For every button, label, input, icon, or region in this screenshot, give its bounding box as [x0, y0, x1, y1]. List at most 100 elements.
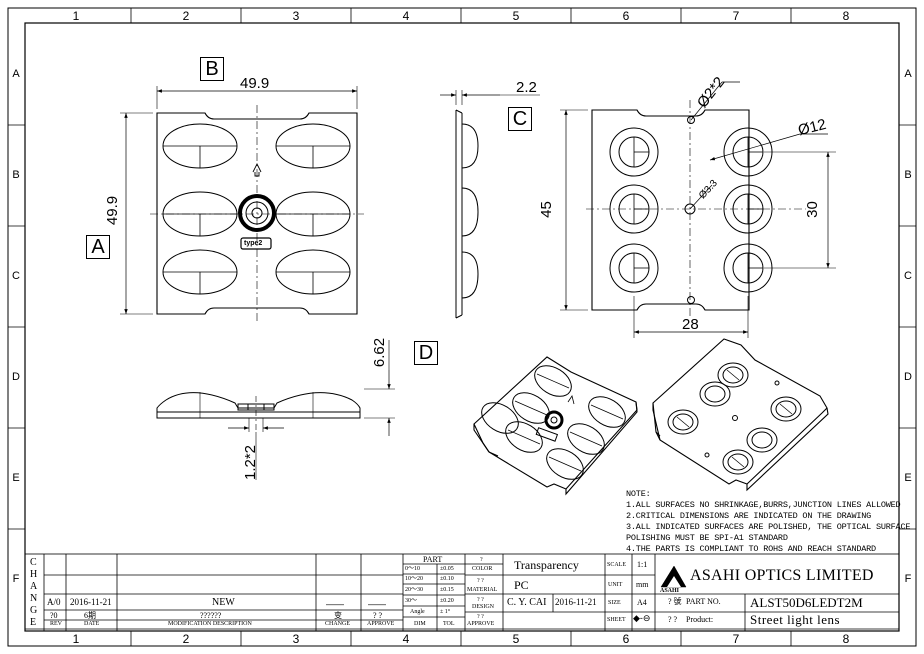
part-no-label: PART NO. — [686, 597, 721, 606]
row-label-f: F — [12, 573, 20, 585]
approve2-cn: ? ? — [477, 614, 484, 620]
rev-label: REV — [50, 621, 62, 627]
part-no-value: ALST50D6LEDT2M — [750, 595, 863, 610]
dimension-28: 28 — [682, 316, 699, 333]
tol-value-5: ± 1° — [440, 609, 451, 615]
color-label: COLOR — [472, 566, 493, 572]
column-label-8: 8 — [842, 9, 850, 23]
dim-label: DIM — [414, 621, 426, 627]
row-label-d-right: D — [904, 371, 912, 383]
scale-label: SCALE — [607, 562, 627, 568]
tol-range-2: 10～20 — [405, 576, 424, 582]
design-label: DESIGN — [472, 604, 494, 610]
note-line-3: 3.ALL INDICATED SURFACES ARE POLISHED, T… — [626, 522, 911, 532]
tol-range-1: 0～10 — [405, 566, 421, 572]
tol-value-3: ±0.15 — [440, 587, 454, 593]
column-label-2: 2 — [182, 9, 190, 23]
column-label-5: 5 — [512, 9, 520, 23]
row-label-c-right: C — [904, 270, 912, 282]
tol-value-2: ±0.10 — [440, 576, 454, 582]
column-label-7: 7 — [732, 9, 740, 23]
rev-date-value: 2016-11-21 — [70, 597, 112, 607]
logo-text: ASAHI — [660, 588, 680, 594]
date-cn: 6期 — [84, 611, 96, 620]
view-label-c: C — [508, 107, 532, 131]
tol-label: TOL — [443, 621, 455, 627]
column-label-1: 1 — [72, 9, 80, 23]
approve-label: APPROVE — [367, 621, 395, 627]
column-label-6: 6 — [622, 9, 630, 23]
scale-value: 1:1 — [637, 560, 648, 569]
note-line-5: 4.THE PARTS IS COMPLIANT TO ROHS AND REA… — [626, 544, 876, 554]
sheet-label: SHEET — [607, 617, 626, 623]
rev-value: A/0 — [47, 597, 61, 607]
change-letter-c: C — [30, 557, 37, 568]
dimension-total-height: 6.62 — [371, 337, 389, 368]
design-cn: ? ? — [477, 597, 484, 603]
color-cn: ? — [480, 557, 483, 563]
size-label: SIZE — [608, 600, 621, 606]
tol-range-4: 30～ — [405, 598, 418, 604]
color-value: Transparency — [514, 558, 579, 572]
row-label-e: E — [12, 472, 20, 484]
part-header: PART — [423, 555, 443, 564]
change-cn: 变 — [334, 611, 342, 620]
unit-label: UNIT — [608, 582, 623, 588]
company-logo-icon — [658, 566, 688, 588]
approve-dash: —— — [368, 599, 386, 609]
column-label-4: 4 — [402, 9, 410, 23]
change-dash: —— — [326, 599, 344, 609]
approve-cn: ? ? — [373, 611, 383, 620]
date-label: DATE — [84, 621, 100, 627]
unit-value: mm — [636, 580, 649, 589]
part-mark: type2 — [244, 240, 263, 247]
material-cn: ? ? — [477, 578, 484, 584]
column-label-7-bottom: 7 — [732, 632, 740, 646]
change-label: CHANGE — [325, 621, 350, 627]
change-letter-g: G — [30, 605, 38, 616]
view-label-b: B — [200, 57, 224, 81]
tol-value-4: ±0.20 — [440, 598, 454, 604]
row-label-d: D — [12, 371, 20, 383]
material-value: PC — [514, 578, 529, 592]
row-label-f-right: F — [904, 573, 912, 585]
row-label-a-right: A — [904, 68, 912, 80]
change-letter-e: E — [30, 617, 37, 628]
column-label-4-bottom: 4 — [402, 632, 410, 646]
column-label-2-bottom: 2 — [182, 632, 190, 646]
row-label-c: C — [12, 270, 20, 282]
row-label-b-right: B — [904, 169, 912, 181]
product-value: Street light lens — [750, 612, 841, 627]
projection-icon: ◆-⊖ — [633, 613, 651, 623]
rev-cn: ?0 — [50, 611, 58, 620]
dimension-base-thickness: 1.2*2 — [242, 444, 260, 481]
column-label-6-bottom: 6 — [622, 632, 630, 646]
note-line-1: 1.ALL SURFACES NO SHRINKAGE,BURRS,JUNCTI… — [626, 500, 901, 510]
dimension-height: 49.9 — [104, 195, 122, 226]
column-label-8-bottom: 8 — [842, 632, 850, 646]
view-label-d: D — [414, 341, 438, 365]
change-letter-a: A — [30, 581, 38, 592]
tol-range-5: Angle — [410, 609, 425, 615]
product-cn: ? ? — [668, 615, 678, 624]
change-letter-n: N — [30, 593, 38, 604]
change-letter-h: H — [30, 569, 38, 580]
dimension-45: 45 — [537, 201, 555, 218]
part-no-cn: ? 號 — [668, 597, 682, 606]
designer-value: C. Y. CAI — [507, 597, 547, 608]
company-name: ASAHI OPTICS LIMITED — [690, 567, 874, 584]
tol-value-1: ±0.05 — [440, 566, 454, 572]
column-label-3-bottom: 3 — [292, 632, 300, 646]
material-label: MATERIAL — [467, 587, 498, 593]
rev-description-value: NEW — [212, 597, 235, 608]
row-label-e-right: E — [904, 472, 912, 484]
design-date-value: 2016-11-21 — [555, 597, 597, 607]
mod-cn: ?????? — [200, 611, 222, 620]
tol-range-3: 20～30 — [405, 587, 424, 593]
column-label-1-bottom: 1 — [72, 632, 80, 646]
notes-title: NOTE: — [626, 489, 651, 499]
note-line-2: 2.CRITICAL DIMENSIONS ARE INDICATED ON T… — [626, 511, 872, 521]
row-label-a: A — [12, 68, 20, 80]
approve2-label: APPROVE — [467, 621, 495, 627]
